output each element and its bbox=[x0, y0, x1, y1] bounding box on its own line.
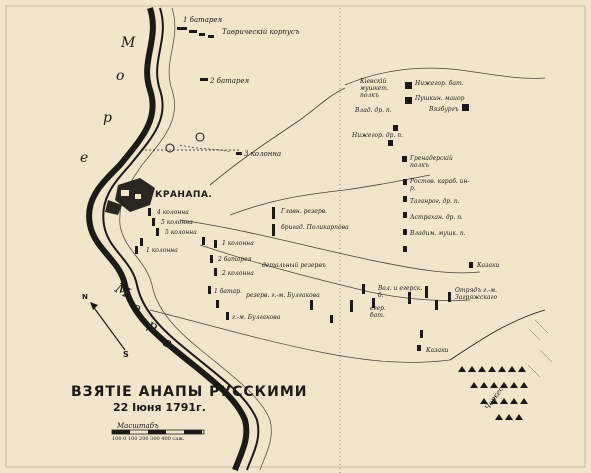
terrain-hatching bbox=[527, 319, 553, 378]
compass-south: S bbox=[123, 350, 129, 359]
fortress-anapa bbox=[105, 132, 240, 215]
map-frame bbox=[5, 5, 586, 468]
label-taganrog-dr: Таганрог. др. п. bbox=[410, 198, 460, 205]
map-date: 22 Іюня 1791г. bbox=[113, 401, 206, 414]
stream-line bbox=[179, 144, 231, 153]
label-polikarpov: бригад. Поликарпова bbox=[281, 224, 349, 231]
label-column-3: 3 колонна bbox=[244, 150, 282, 158]
label-column-1b: 1 колонна bbox=[146, 247, 178, 254]
map-title: ВЗЯТІЕ АНАПЫ РУССКИМИ bbox=[71, 384, 308, 400]
scale-title: Масштабъ bbox=[117, 422, 159, 430]
label-kievsky: Кіевскій мушкет. полкъ bbox=[360, 78, 389, 99]
compass-north: N bbox=[82, 293, 88, 301]
road-line bbox=[149, 309, 451, 363]
label-battery-2: 2 батарея bbox=[218, 256, 252, 263]
label-egersk-bat: Вал. и егерск. б. bbox=[378, 285, 423, 299]
label-velyegursk: Вязбургъ bbox=[429, 106, 459, 113]
ridge-line bbox=[209, 87, 346, 186]
label-kazaki-2: Казаки bbox=[426, 347, 449, 354]
coastline-outer bbox=[86, 7, 250, 471]
label-vladimir-dr: Влад. др. п. bbox=[355, 107, 392, 114]
label-main-reserve: Главн. резерв. bbox=[281, 208, 328, 215]
troop-marks-columns bbox=[135, 208, 229, 320]
ridge-line-2 bbox=[229, 174, 431, 216]
label-kazaki-1: Казаки bbox=[477, 262, 500, 269]
right-hill bbox=[344, 67, 546, 86]
enemy-boundary bbox=[449, 309, 546, 361]
troop-marks-kuban bbox=[388, 82, 473, 351]
label-column-5: 5 колонна bbox=[161, 219, 193, 226]
label-tavrich-corps: Таврическій корпусъ bbox=[222, 28, 300, 36]
coastline-inner bbox=[102, 7, 260, 471]
label-column-2: 2 колонна bbox=[222, 270, 254, 277]
label-column-4: 4 колонна bbox=[157, 209, 189, 216]
enemy-marks-cherkesy bbox=[458, 366, 528, 420]
label-rostov-karab: Ростов. караб. ин-р. bbox=[410, 178, 470, 192]
label-pushkin: Пушкин. маиор bbox=[415, 95, 465, 102]
label-nizhegor-bat: Нижегор. бат. bbox=[415, 80, 464, 87]
city-label-anapa: КРАНАПА. bbox=[155, 190, 213, 200]
label-column-1: 1 колонна bbox=[222, 240, 254, 247]
label-bulgakov-col: г.-м. Булгакова bbox=[232, 314, 281, 321]
label-battery-1-top: 1 батарея bbox=[183, 16, 223, 24]
sea-letter-upper-3: р bbox=[103, 110, 112, 126]
troop-marks-reserve bbox=[272, 207, 451, 338]
ridge-line-3 bbox=[179, 219, 481, 274]
troop-marks-tavrich bbox=[177, 27, 242, 155]
label-nizhegorod-dr: Нижегор. др. п. bbox=[352, 132, 403, 139]
label-otryad-zaporozh: Отрядъ г.-м. Загряжскаго bbox=[455, 287, 498, 301]
label-nizhnev-bat: егер. бат. bbox=[370, 305, 386, 319]
compass-arrow bbox=[90, 302, 126, 351]
coastline-bank bbox=[119, 7, 272, 471]
label-column-5b: 5 колонна bbox=[165, 229, 197, 236]
label-vladimir-mush: Владим. мушк. п. bbox=[410, 230, 466, 237]
label-detach-reserve: детальный резервъ bbox=[262, 262, 326, 269]
label-battery-2-top: 2 батарея bbox=[210, 77, 250, 85]
label-reserve-bulgakov: резерв. г.-м. Булгакова bbox=[246, 292, 320, 299]
label-battery-1: 1 батар. bbox=[214, 288, 242, 295]
label-grenadier: Гренадерскій полкъ bbox=[410, 155, 453, 169]
scale-ticks: 100 0 100 200 300 400 саж. bbox=[112, 436, 185, 442]
sea-letter-upper-4: е bbox=[80, 150, 89, 166]
label-astrakh-dr: Астрахан. др. п. bbox=[410, 214, 463, 221]
sea-letter-upper-1: М bbox=[121, 35, 136, 51]
sea-letter-upper-2: о bbox=[116, 68, 125, 84]
scale-bar bbox=[111, 429, 205, 435]
